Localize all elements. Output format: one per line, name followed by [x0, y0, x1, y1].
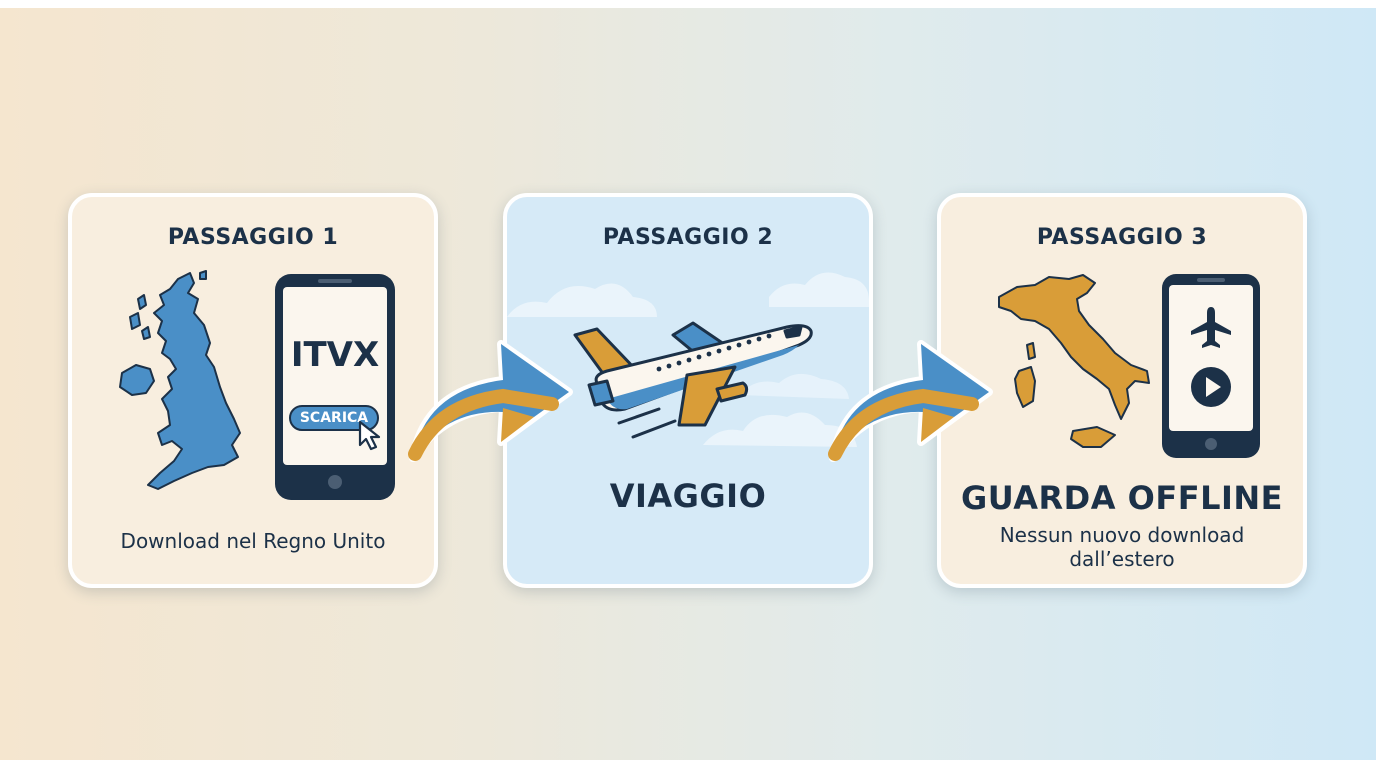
- diagram-background: PASSAGGIO 1 ITVX SCARICA: [0, 8, 1376, 760]
- step-1-label: PASSAGGIO 1: [167, 225, 339, 250]
- step-1-card: PASSAGGIO 1 ITVX SCARICA: [68, 193, 438, 588]
- step-2-title: VIAGGIO: [609, 477, 767, 515]
- step-3-title: GUARDA OFFLINE: [961, 479, 1283, 517]
- uk-map-icon: [119, 270, 241, 490]
- itvx-app-title: ITVX: [290, 335, 380, 375]
- arrow-right-icon: [408, 340, 573, 462]
- step-3-caption-line1: Nessun nuovo download: [999, 523, 1245, 547]
- step-3-card: PASSAGGIO 3 GUARD: [937, 193, 1307, 588]
- airplane-icon: [573, 321, 813, 439]
- cursor-icon: [358, 420, 381, 451]
- smartphone-icon: [1162, 274, 1260, 458]
- italy-map-icon: [998, 274, 1150, 448]
- play-icon[interactable]: [1189, 365, 1233, 409]
- step-1-caption: Download nel Regno Unito: [120, 529, 386, 553]
- cloud-icon: [507, 272, 869, 447]
- airplane-mode-icon: [1191, 307, 1231, 348]
- step-3-label: PASSAGGIO 3: [1036, 225, 1208, 250]
- step-2-label: PASSAGGIO 2: [602, 225, 774, 250]
- arrow-right-icon: [828, 340, 993, 462]
- step-3-caption-line2: dall’estero: [1069, 547, 1175, 571]
- smartphone-icon: [275, 274, 395, 500]
